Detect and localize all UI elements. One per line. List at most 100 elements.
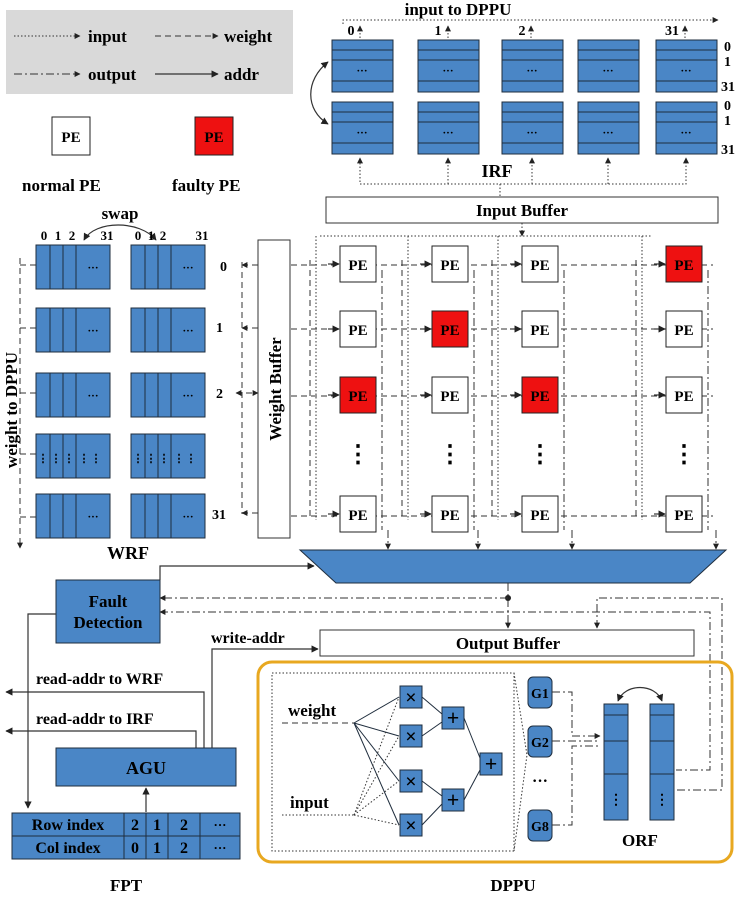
pe-normal — [431, 495, 469, 533]
fault-detection — [55, 579, 161, 644]
pe-normal — [339, 310, 377, 348]
legend-addr-label: addr — [224, 65, 259, 84]
wrf-col-b-0: 0 — [135, 228, 142, 243]
wrf-col-a-31: 31 — [101, 228, 114, 243]
pe-normal — [665, 310, 703, 348]
irf-ellipsis: ··· — [442, 65, 453, 77]
group-to-orf — [552, 745, 600, 826]
irf-top-output-line — [342, 17, 719, 24]
multiplier-symbol: × — [405, 771, 416, 793]
irf-row-label-bottom-31: 31 — [721, 143, 735, 158]
output-buffer — [319, 629, 695, 657]
pe-label: PE — [674, 258, 693, 274]
fpt-row-label: Row index — [32, 817, 104, 834]
dppu-fanout — [353, 735, 400, 816]
group-label-g1: G1 — [531, 687, 549, 702]
legend: input weight output addr PE PE normal PE… — [6, 10, 293, 195]
wrf-vdots: ⋮ — [79, 453, 90, 465]
wrf-bank — [130, 307, 206, 353]
irf-swap-arrow — [310, 61, 329, 125]
pe-label: PE — [348, 258, 367, 274]
pe-label: PE — [674, 389, 693, 405]
wrf-vdots: ⋮ — [146, 453, 157, 465]
legend-output-label: output — [88, 65, 137, 84]
pe-normal — [431, 376, 469, 414]
legend-normal-pe-box — [51, 116, 91, 156]
wrf-swap-label: swap — [102, 204, 139, 223]
pe-label: PE — [530, 258, 549, 274]
irf-bank — [331, 101, 394, 155]
orf-bank-b — [649, 703, 675, 821]
write-addr-line — [211, 645, 319, 748]
adder-symbol: + — [447, 787, 460, 812]
orf-ellipsis: ⋮ — [609, 793, 623, 808]
pe-normal — [339, 495, 377, 533]
wrf-name: WRF — [107, 543, 149, 563]
dppu-compute-region — [271, 672, 515, 852]
irf-feed-line-right — [500, 157, 689, 185]
wrf-ellipsis: ··· — [182, 262, 193, 274]
group-label-g8: G8 — [531, 820, 549, 835]
wrf-ellipsis: ··· — [182, 511, 193, 523]
orf-bank-a — [603, 703, 629, 821]
dppu-weight-label: weight — [288, 701, 337, 720]
irf-name: IRF — [482, 161, 513, 181]
fpt-cell-value: 0 — [131, 840, 139, 857]
pe-normal — [665, 376, 703, 414]
irf-bank — [501, 39, 564, 93]
agu — [55, 747, 237, 787]
pe-label: PE — [440, 389, 459, 405]
wrf-vdots: ⋮ — [64, 453, 75, 465]
pe-label: PE — [440, 508, 459, 524]
write-addr-label: write-addr — [211, 630, 285, 647]
read-addr-wrf-label: read-addr to WRF — [36, 671, 163, 688]
dppu-fanout — [353, 814, 400, 826]
dppu-name: DPPU — [490, 876, 535, 895]
wrf-row-label-1: 1 — [216, 321, 223, 336]
legend-normal-pe-text: normal PE — [22, 176, 101, 195]
wrf-bank — [35, 433, 111, 479]
wrf-col-b-1: 1 — [148, 228, 155, 243]
irf-ellipsis: ··· — [526, 127, 537, 139]
wrf-side-label: weight to DPPU — [2, 352, 21, 468]
wrf-bank — [35, 244, 111, 290]
input-buffer-label: Input Buffer — [476, 201, 569, 220]
irf-bank — [331, 39, 394, 93]
pe-vdots: ⋮ — [672, 442, 696, 468]
wrf-ellipsis: ··· — [87, 325, 98, 337]
pe-label: PE — [348, 323, 367, 339]
pe-faulty — [665, 245, 703, 283]
irf-bank — [501, 101, 564, 155]
fpt-cell-value: 2 — [131, 817, 139, 834]
irf-col-label-31: 31 — [665, 24, 679, 39]
fpt-col-label: Col index — [35, 840, 100, 857]
adder-symbol: + — [485, 751, 498, 776]
pe-faulty — [339, 376, 377, 414]
pe-normal — [521, 310, 559, 348]
fault-detection-label: Fault Detection — [73, 591, 143, 632]
pe-normal — [521, 245, 559, 283]
group-to-orf — [552, 691, 601, 739]
legend-faulty-pe-box-label: PE — [204, 130, 223, 146]
wrf-col-b-2: 2 — [160, 228, 167, 243]
irf-row-label-top-1: 1 — [724, 55, 731, 70]
dppu-input-label: input — [290, 793, 329, 812]
fpt-cell — [199, 835, 241, 860]
agu-label: AGU — [126, 758, 166, 778]
legend-background — [6, 10, 293, 94]
fpt: Row index 2 1 2 ··· Col index 0 1 2 ··· … — [11, 812, 241, 895]
wrf-row-label-0: 0 — [220, 260, 227, 275]
wrf-row-label-2: 2 — [216, 387, 223, 402]
wrf-ellipsis: ··· — [87, 390, 98, 402]
wrf-swap-arrow — [83, 224, 157, 241]
wrf-bank — [130, 433, 206, 479]
read-addr-irf-line — [5, 727, 197, 748]
irf-title: input to DPPU — [405, 0, 512, 19]
fpt-cell-value: 2 — [180, 817, 188, 834]
irf-ellipsis: ··· — [602, 127, 613, 139]
legend-faulty-pe-text: faulty PE — [172, 176, 240, 195]
pe-faulty — [521, 376, 559, 414]
irf: input to DPPU 0 1 2 31 ··· ··· ··· ··· ·… — [310, 0, 735, 196]
dppu-border — [256, 660, 734, 864]
